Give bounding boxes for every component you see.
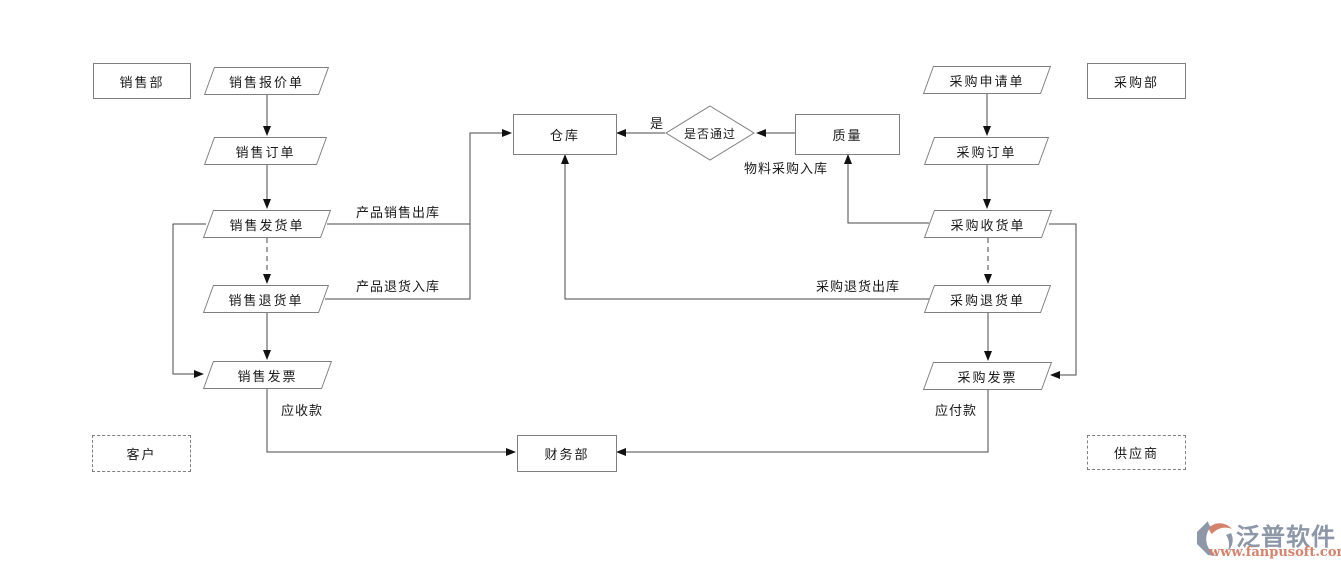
- node-label: 采购订单: [956, 145, 1017, 161]
- node-purchase-receipt: 采购收货单: [923, 210, 1053, 238]
- node-label: 采购部: [1113, 75, 1159, 91]
- node-purchase-order: 采购订单: [923, 137, 1050, 165]
- node-sales-delivery: 销售发货单: [202, 210, 332, 238]
- node-warehouse: 仓库: [513, 114, 617, 155]
- node-sales-order: 销售订单: [203, 137, 328, 165]
- edge-sales-delivery-to-sales-invoice: [172, 223, 206, 378]
- edge-label-yes: 是: [650, 117, 665, 132]
- node-label: 销售退货单: [228, 293, 304, 309]
- node-supplier: 供应商: [1087, 435, 1186, 470]
- diamond-shape: [665, 105, 755, 161]
- node-decision: 是否通过: [665, 105, 755, 161]
- edge-label-material-purchase-inbound: 物料采购入库: [744, 162, 829, 177]
- node-label: 财务部: [544, 448, 590, 463]
- edge-label-product-sales-outbound: 产品销售出库: [356, 206, 441, 221]
- edge-purchase-invoice-to-finance: [616, 390, 989, 456]
- edge-label-product-return-inbound: 产品退货入库: [356, 280, 441, 295]
- node-label: 销售部: [119, 75, 165, 91]
- node-label: 是否通过: [683, 126, 736, 141]
- node-quality: 质量: [795, 114, 900, 155]
- edge-label-payable: 应付款: [935, 404, 978, 419]
- fanpu-logo-brand-text: 泛普软件: [1236, 523, 1336, 551]
- node-sales-invoice: 销售发票: [202, 361, 333, 389]
- node-purchase-invoice: 采购发票: [922, 362, 1053, 390]
- node-label: 销售订单: [235, 145, 296, 161]
- node-sales-return: 销售退货单: [202, 285, 330, 313]
- node-finance-dept: 财务部: [517, 435, 617, 472]
- edge-purchase-receipt-to-purchase-invoice: [1049, 223, 1077, 379]
- node-label: 销售发票: [237, 369, 298, 385]
- edge-sales-return-to-warehouse: [325, 129, 512, 300]
- edge-purchase-receipt-to-quality: [844, 154, 929, 224]
- node-purchase-return: 采购退货单: [923, 285, 1052, 313]
- node-label: 仓库: [549, 129, 580, 144]
- node-label: 质量: [832, 129, 863, 144]
- node-purchase-dept: 采购部: [1087, 63, 1186, 99]
- node-label: 销售发货单: [229, 218, 305, 234]
- node-label: 采购收货单: [950, 218, 1026, 234]
- node-label: 客户: [126, 448, 157, 463]
- fanpu-logo-url-link[interactable]: www.fanpusoft.com: [1209, 545, 1341, 560]
- edge-label-receivable: 应收款: [281, 404, 324, 419]
- edge-purchase-return-to-warehouse: [561, 154, 929, 300]
- node-label: 采购发票: [957, 370, 1018, 386]
- edge-sales-invoice-to-finance: [266, 389, 516, 456]
- node-purchase-request: 采购申请单: [922, 66, 1052, 94]
- node-label: 采购退货单: [949, 293, 1025, 309]
- node-customer: 客户: [92, 435, 191, 472]
- node-sales-dept: 销售部: [93, 63, 191, 99]
- fanpu-logo: 泛普软件 www.fanpusoft.com: [1195, 517, 1341, 562]
- edge-label-purchase-return-outbound: 采购退货出库: [816, 280, 901, 295]
- node-label: 供应商: [1113, 447, 1159, 462]
- fanpu-logo-icon: [1197, 521, 1233, 556]
- node-label: 采购申请单: [949, 74, 1025, 90]
- node-sales-quote: 销售报价单: [203, 67, 330, 95]
- node-label: 销售报价单: [228, 75, 304, 91]
